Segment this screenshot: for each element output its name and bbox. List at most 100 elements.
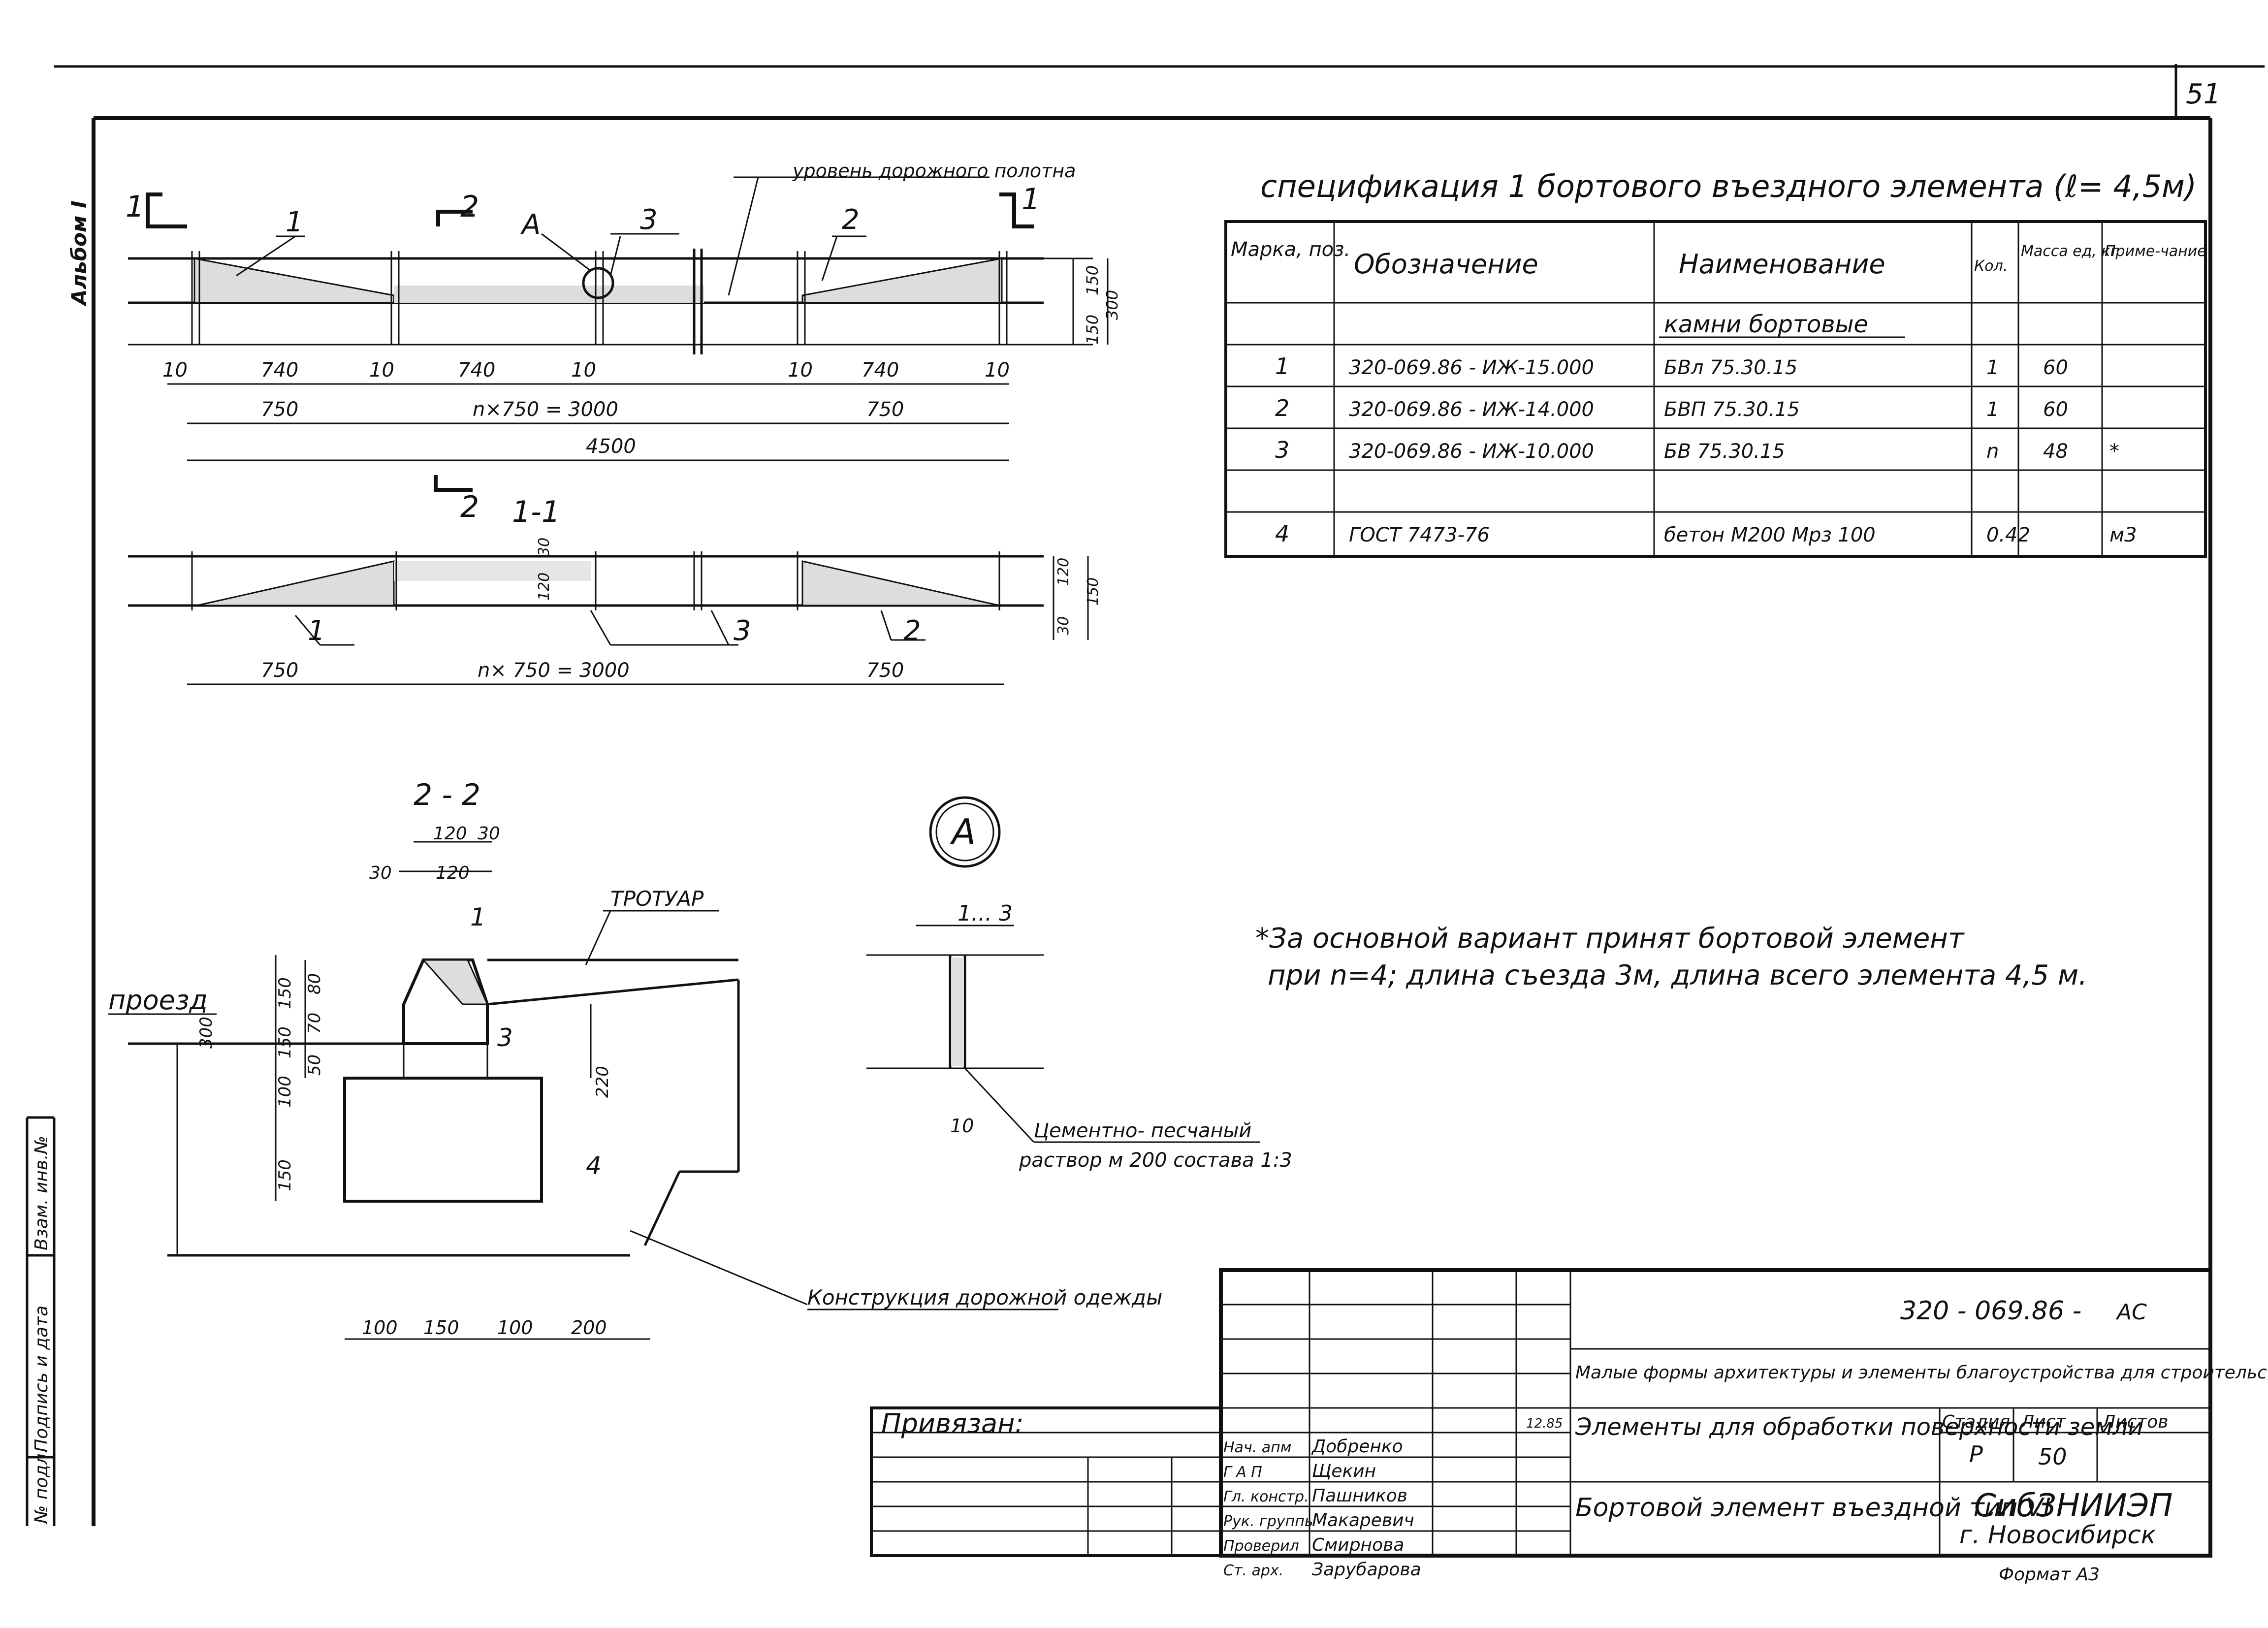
doc-code: 320 - 069.86 - (1900, 1296, 2081, 1326)
svg-text:1... 3: 1... 3 (958, 901, 1013, 926)
title-block-role: Рук. группы (1223, 1513, 1316, 1530)
sidewalk-label: ТРОТУАР (610, 887, 704, 911)
spec-row-mass: 60 (2043, 356, 2068, 379)
org-city: г. Новосибирск (1959, 1521, 2156, 1549)
title-block-person: Смирнова (1312, 1535, 1404, 1555)
mortar-label-2: раствор м 200 состава 1:3 (1019, 1149, 1292, 1172)
road-construction-label: Конструкция дорожной одежды (807, 1285, 1162, 1309)
svg-text:A: A (520, 209, 541, 241)
title-block-person: Зарубарова (1312, 1560, 1421, 1580)
title-block-role: Ст. арх. (1223, 1562, 1283, 1579)
sheet-name: Бортовой элемент въездной тип VI (1575, 1493, 2051, 1523)
title-block-person: Добренко (1311, 1436, 1403, 1457)
svg-text:Масса ед, кг: Масса ед, кг (2021, 243, 2118, 260)
spec-row-pos: 4 (1275, 520, 1289, 547)
title-block: 320 - 069.86 - АС Малые формы архитектур… (870, 1268, 2268, 1585)
svg-text:70: 70 (305, 1013, 324, 1034)
plan-curb-right-fill (801, 257, 1003, 304)
svg-text:n× 750 = 3000: n× 750 = 3000 (478, 659, 630, 682)
svg-text:150: 150 (1083, 315, 1102, 345)
svg-text:Лист: Лист (2020, 1412, 2066, 1432)
svg-text:1: 1 (1022, 182, 1040, 217)
title-block-role: Г А П (1223, 1464, 1262, 1481)
spec-row-name: БВП 75.30.15 (1664, 398, 1800, 421)
svg-text:150: 150 (423, 1317, 459, 1339)
title-block-role: Проверил (1223, 1537, 1299, 1555)
detail-a-circle-plan (582, 267, 614, 299)
svg-text:30: 30 (478, 824, 500, 844)
svg-text:100: 100 (275, 1076, 295, 1108)
spec-row-name: БВл 75.30.15 (1664, 356, 1797, 379)
svg-text:100: 100 (362, 1317, 398, 1339)
sign-date-label: Подпись и дата (32, 1306, 52, 1452)
svg-text:100: 100 (497, 1317, 533, 1339)
svg-text:30: 30 (1055, 616, 1072, 635)
svg-text:750: 750 (261, 659, 298, 682)
svg-text:Кол.: Кол. (1974, 257, 2008, 275)
svg-text:10: 10 (162, 359, 188, 382)
svg-text:3: 3 (640, 204, 658, 236)
inv-no-label: № подл. (32, 1448, 52, 1525)
section-name: Элементы для обработки поверхности земли (1575, 1413, 2143, 1441)
svg-text:120: 120 (536, 573, 553, 601)
svg-text:150: 150 (275, 977, 295, 1009)
spec-row-code: ГОСТ 7473-76 (1349, 524, 1490, 546)
svg-text:150: 150 (275, 1026, 295, 1058)
svg-text:300: 300 (196, 1017, 216, 1049)
left-margin-stamp: Взам. инв.№ Подпись и дата № подл. Альбо… (26, 200, 91, 1526)
svg-text:200: 200 (571, 1317, 607, 1339)
spec-row-name: бетон М200 Мрз 100 (1664, 524, 1876, 546)
title-block-person: Макаревич (1312, 1510, 1414, 1531)
svg-text:300: 300 (1103, 290, 1121, 320)
svg-text:камни бортовые: камни бортовые (1664, 311, 1868, 338)
plan-curb-left-fill (193, 257, 395, 304)
svg-text:10: 10 (985, 359, 1010, 382)
detail-a: A 1... 3 10 Цементно- песчаный раствор м… (866, 796, 1292, 1172)
svg-text:Обозначение: Обозначение (1354, 249, 1538, 280)
project-name: Малые формы архитектуры и элементы благо… (1575, 1363, 2268, 1383)
svg-text:30: 30 (369, 863, 392, 883)
album-label: Альбом I (67, 200, 91, 307)
svg-text:150: 150 (275, 1159, 295, 1191)
svg-text:1: 1 (308, 615, 325, 647)
svg-text:50: 50 (2038, 1443, 2067, 1470)
svg-text:220: 220 (593, 1066, 612, 1098)
title-block-role: Гл. констр. (1223, 1488, 1309, 1505)
svg-text:Марка, поз.: Марка, поз. (1231, 238, 1350, 261)
bound-label: Привязан: (881, 1408, 1024, 1439)
plan-view: уровень дорожного полотна 1 2 2 1 A 1 3 … (126, 160, 1121, 524)
svg-text:120: 120 (436, 863, 470, 883)
section-2-2: 2 - 2 120 30 30 120 проезд ТРОТУАР 1 3 4… (108, 778, 1162, 1340)
svg-text:80: 80 (305, 973, 324, 994)
section-2-2-title: 2 - 2 (414, 778, 480, 812)
svg-text:АС: АС (2115, 1300, 2147, 1325)
spec-row-pos: 1 (1275, 353, 1289, 380)
page-number: 51 (2186, 78, 2221, 110)
svg-text:2: 2 (842, 204, 860, 236)
svg-text:n×750 = 3000: n×750 = 3000 (473, 398, 618, 421)
svg-text:Стадия: Стадия (1942, 1412, 2010, 1432)
detail-a-mark: A (950, 811, 976, 853)
svg-text:120: 120 (1055, 558, 1072, 586)
svg-text:Р: Р (1969, 1441, 1983, 1468)
svg-text:1: 1 (286, 206, 303, 238)
svg-text:2: 2 (903, 615, 921, 647)
svg-text:10: 10 (788, 359, 813, 382)
svg-text:2: 2 (460, 190, 479, 224)
svg-text:10: 10 (369, 359, 394, 382)
inv-original-label: Взам. инв.№ (32, 1136, 52, 1250)
spec-row-qty: n (1986, 440, 1999, 463)
svg-text:2: 2 (460, 490, 479, 524)
svg-text:120: 120 (433, 824, 467, 844)
title-block-person: Щекин (1312, 1461, 1376, 1481)
spec-row-mass: 60 (2043, 398, 2068, 421)
spec-row-qty: 0.42 (1986, 524, 2030, 546)
svg-text:3: 3 (497, 1023, 513, 1052)
svg-text:740: 740 (862, 359, 899, 382)
svg-text:1: 1 (126, 190, 144, 224)
svg-text:10: 10 (950, 1115, 974, 1137)
svg-text:30: 30 (536, 538, 553, 556)
svg-text:Наименование: Наименование (1679, 249, 1885, 280)
